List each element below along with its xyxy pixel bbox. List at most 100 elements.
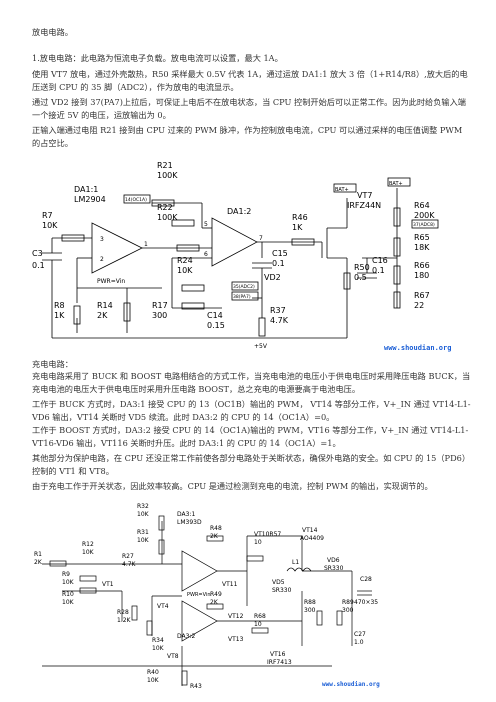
label-r46-value: 1K bbox=[292, 223, 303, 232]
label-c3: C3 bbox=[32, 249, 43, 258]
c2-label-r68: R68 bbox=[254, 613, 266, 620]
label-c15-value: 0.1 bbox=[272, 259, 285, 268]
c2-label-c28: C28 bbox=[360, 576, 372, 583]
label-r67-value: 22 bbox=[414, 301, 424, 310]
paragraph-discharge-4: 正输入端通过电阻 R21 接到由 CPU 过来的 PWM 脉冲，作为控制放电电流… bbox=[32, 125, 463, 148]
label-r24: R24 bbox=[177, 256, 193, 265]
c2-label-r34: R34 bbox=[152, 637, 164, 644]
label-5v: +5V bbox=[254, 343, 268, 350]
c2-label-lm393d: LM393D bbox=[177, 519, 202, 526]
paragraph-charge-3: 工作于 BOOST 方式时，DA3:2 接受 CPU 的 14（OC1A)输出的… bbox=[32, 425, 469, 448]
c2-label-r49-value: 2K bbox=[210, 599, 219, 606]
charge-heading: 充电电路： bbox=[32, 359, 73, 369]
label-r24-value: 10K bbox=[177, 266, 193, 275]
label-r65: R65 bbox=[414, 233, 430, 242]
c2-label-l1: L1 bbox=[292, 559, 299, 566]
c2-label-vd6: VD6 bbox=[327, 557, 340, 564]
c2-label-r10: R10 bbox=[62, 591, 74, 598]
paragraph-charge-1: 充电电路采用了 BUCK 和 BOOST 电路相结合的方式工作，当充电电池的电压… bbox=[32, 371, 471, 394]
paragraph-charge-5: 由于充电工作于开关状态，因此效率较高。CPU 是通过检测到充电的电流，控制 PW… bbox=[32, 481, 433, 491]
c2-label-r9-value: 10K bbox=[62, 579, 75, 586]
c2-label-vt14: VT14 bbox=[302, 527, 318, 534]
c2-label-r49: R49 bbox=[210, 591, 222, 598]
label-c16-value: 0.1 bbox=[372, 266, 385, 275]
c2-watermark: www.shoudian.org bbox=[322, 681, 380, 688]
c2-label-c28-value: 470×35 bbox=[354, 599, 378, 606]
pin-5: 5 bbox=[204, 221, 208, 228]
flag-oc1a: 14(OC1A) bbox=[125, 197, 147, 203]
charge-schematic: R32 10K R31 10K DA3:1 LM393D R48 2K VT10… bbox=[32, 496, 392, 692]
c2-label-vt10-value: 10 bbox=[254, 539, 262, 546]
c2-label-r88: R88 bbox=[304, 599, 316, 606]
pin-3: 3 bbox=[100, 236, 104, 243]
c2-label-r40: R40 bbox=[147, 669, 159, 676]
c2-label-r34-value: 10K bbox=[152, 645, 165, 652]
c2-label-r28-value: 1.2K bbox=[117, 617, 132, 624]
c2-label-r27-value: 4.7K bbox=[122, 561, 137, 568]
c2-label-vt16: VT16 bbox=[270, 651, 286, 658]
label-r8-value: 1K bbox=[54, 311, 65, 320]
label-r64-value: 200K bbox=[414, 211, 435, 220]
c2-label-c27: C27 bbox=[354, 631, 366, 638]
c2-label-r31: R31 bbox=[137, 529, 149, 536]
label-r21: R21 bbox=[157, 161, 173, 170]
c2-label-r43: R43 bbox=[190, 683, 202, 690]
label-r37-value: 4.7K bbox=[270, 316, 289, 325]
c2-label-r31-value: 10K bbox=[137, 537, 150, 544]
label-vt7-type: IRFZ44N bbox=[347, 201, 381, 210]
paragraph-charge-2: 工作于 BUCK 方式时，DA3:1 接受 CPU 的 13（OC1B）输出的 … bbox=[32, 399, 471, 422]
label-r22: R22 bbox=[157, 203, 173, 212]
label-r67: R67 bbox=[414, 291, 430, 300]
label-pwr: PWR=Vin bbox=[97, 278, 125, 285]
c2-label-vd6-type: SR330 bbox=[324, 565, 344, 572]
label-r37: R37 bbox=[270, 306, 286, 315]
c2-label-r89: R89 bbox=[342, 599, 354, 606]
label-r7-value: 10K bbox=[42, 221, 58, 230]
c2-label-vt10: VT10R57 bbox=[254, 531, 281, 538]
label-r50-value: 0.5 bbox=[354, 273, 367, 282]
c2-label-pwr: PWR=Vin bbox=[187, 592, 211, 598]
label-r8: R8 bbox=[54, 301, 65, 310]
label-r17-value: 300 bbox=[152, 311, 167, 320]
paragraph-discharge-2: 使用 VT7 放电，通过外壳散热，R50 采样最大 0.5V 代表 1A，通过运… bbox=[32, 69, 468, 92]
label-r14: R14 bbox=[97, 301, 113, 310]
paragraph-discharge-3: 通过 VD2 接到 37(PA7)上拉后，可保证上电后不在放电状态，当 CPU … bbox=[32, 97, 466, 120]
c2-label-vt16-type: IRF7413 bbox=[267, 659, 292, 666]
c2-label-r12: R12 bbox=[82, 541, 94, 548]
c2-label-r40-value: 10K bbox=[147, 677, 160, 684]
label-r66-value: 180 bbox=[414, 271, 429, 280]
c2-label-r48-value: 2K bbox=[210, 533, 219, 540]
paragraph-discharge-1: 1.放电电路：此电路为恒流电子负载。放电电流可以设置，最大 1A。 bbox=[32, 53, 283, 63]
label-r21-value: 100K bbox=[157, 171, 178, 180]
label-r64: R64 bbox=[414, 201, 430, 210]
c2-label-r9: R9 bbox=[62, 571, 70, 578]
label-vd2: VD2 bbox=[264, 273, 281, 282]
c2-label-r32-value: 10K bbox=[137, 511, 150, 518]
c2-label-r28: R28 bbox=[117, 609, 129, 616]
c2-label-r10-value: 10K bbox=[62, 599, 75, 606]
flag-pa7: 38(PA7) bbox=[233, 294, 251, 300]
paragraph-charge-4: 其他部分为保护电路，在 CPU 还没正常工作前使各部分电路处于关断状态，确保外电… bbox=[32, 453, 471, 476]
c2-label-r32: R32 bbox=[137, 503, 149, 510]
c2-label-vt14-type: AO4409 bbox=[300, 535, 324, 542]
flag-adc2: 35(ADC2) bbox=[233, 284, 255, 290]
label-da1-1: DA1:1 bbox=[74, 185, 98, 194]
label-r46: R46 bbox=[292, 213, 308, 222]
discharge-heading: 放电电路。 bbox=[32, 27, 73, 37]
label-vt7: VT7 bbox=[357, 191, 372, 200]
c2-label-r68-value: 10 bbox=[254, 621, 262, 628]
pin-1: 1 bbox=[144, 241, 148, 248]
label-c14-value: 0.15 bbox=[207, 321, 225, 330]
c2-label-r12-value: 10K bbox=[82, 549, 95, 556]
c2-label-da3-2: DA3:2 bbox=[177, 633, 195, 640]
c2-label-c27-value: 1.0 bbox=[354, 639, 364, 646]
c2-label-vt8: VT8 bbox=[167, 653, 179, 660]
watermark: www.shoudian.org bbox=[384, 344, 451, 352]
c2-label-vt11: VT11 bbox=[222, 581, 238, 588]
c2-label-vt13: VT13 bbox=[228, 636, 244, 643]
c2-label-r1: R1 bbox=[34, 551, 42, 558]
c2-label-vt12: VT12 bbox=[228, 613, 244, 620]
label-c16: C16 bbox=[372, 256, 388, 265]
label-r14-value: 2K bbox=[97, 311, 108, 320]
c2-label-r27: R27 bbox=[122, 553, 134, 560]
